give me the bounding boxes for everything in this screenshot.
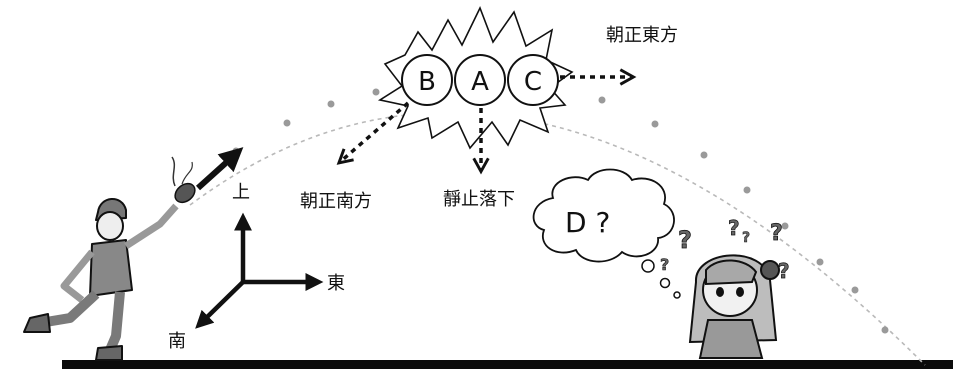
fragment-a: A <box>454 54 506 106</box>
svg-text:?: ? <box>770 221 783 246</box>
fragment-c: C <box>507 54 559 106</box>
thought-bubbles <box>641 259 681 299</box>
fragment-a-label: A <box>471 67 489 97</box>
thought-text: D ? <box>565 206 610 239</box>
confused-girl-character <box>688 254 780 359</box>
thrower-character <box>23 198 179 361</box>
launch-arrow <box>195 147 244 191</box>
south-direction-label: 朝正南方 <box>300 191 372 212</box>
east-direction-label: 朝正東方 <box>606 25 678 46</box>
svg-text:?: ? <box>742 230 750 246</box>
ground-line <box>62 360 953 369</box>
fall-label: 靜止落下 <box>443 189 515 210</box>
question-marks: ? ? ? ? ? ? <box>660 216 790 284</box>
trajectory-dots <box>232 88 889 334</box>
axis-up-label: 上 <box>232 182 250 203</box>
svg-text:?: ? <box>660 255 669 274</box>
grenade-icon <box>171 156 196 204</box>
fragment-b-label: B <box>418 67 436 97</box>
axis-south-label: 南 <box>168 331 186 352</box>
svg-text:?: ? <box>778 259 790 283</box>
svg-text:?: ? <box>678 226 692 254</box>
fragment-b: B <box>401 54 453 106</box>
axis-east-label: 東 <box>327 273 345 294</box>
thought-cloud <box>532 168 675 263</box>
fragment-c-label: C <box>524 67 542 97</box>
south-arrow <box>340 101 410 162</box>
coordinate-axes <box>195 212 324 329</box>
svg-text:?: ? <box>728 216 740 240</box>
